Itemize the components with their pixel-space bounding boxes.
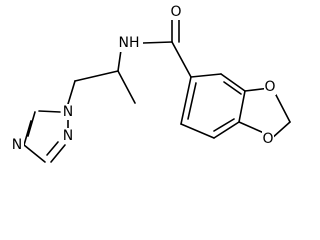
- bond-triazole-3: [27, 111, 36, 137]
- triazole-n1: N: [63, 104, 73, 120]
- triazole-n1-bg: [61, 104, 75, 120]
- bond-aryl-double-2: [213, 118, 235, 132]
- carbonyl-oxygen-bg: [170, 5, 182, 20]
- dioxole-oxygen-bottom-bg: [262, 131, 274, 146]
- bond-aryl-double-3: [187, 82, 197, 120]
- bond-dioxole-2: [275, 94, 291, 123]
- bond-aryl-6: [180, 76, 192, 125]
- bond-carbonyl-c-aryl: [171, 41, 192, 78]
- bond-dioxole-3: [270, 121, 291, 140]
- chemical-structure: O NH O O N N N: [10, 4, 291, 163]
- triazole-n2-bg: [61, 128, 75, 144]
- bond-aryl-5: [180, 123, 215, 139]
- bond-nh-ch: [117, 49, 122, 72]
- bond-ch2-triazole: [67, 80, 76, 105]
- carbonyl-oxygen: O: [170, 4, 181, 20]
- bond-ch-methyl: [117, 70, 136, 104]
- bond-dioxole-4: [238, 121, 265, 134]
- dioxole-oxygen-bottom: O: [262, 131, 273, 147]
- dioxole-oxygen-top-bg: [264, 80, 276, 95]
- bond-triazole-4: [23, 144, 46, 163]
- bond-ch-ch2: [74, 70, 119, 82]
- triazole-n2: N: [63, 128, 73, 144]
- bond-aryl-4: [213, 121, 240, 139]
- bond-aryl-1: [190, 73, 222, 78]
- triazole-n4-bg: [10, 137, 24, 153]
- bond-triazole-2: [23, 120, 32, 146]
- bond-aryl-3: [238, 90, 246, 123]
- bond-aryl-2: [220, 73, 246, 92]
- bond-triazole-6: [46, 141, 59, 156]
- bond-triazole-1: [38, 110, 61, 113]
- amide-nitrogen: NH: [119, 35, 140, 51]
- triazole-n4: N: [12, 137, 22, 153]
- amide-nitrogen-bg: [115, 35, 143, 52]
- bond-carbonyl-c-nh: [142, 41, 173, 44]
- bond-aryl-double-1: [223, 81, 242, 95]
- bond-triazole-5: [50, 144, 66, 163]
- dioxole-oxygen-top: O: [264, 79, 275, 95]
